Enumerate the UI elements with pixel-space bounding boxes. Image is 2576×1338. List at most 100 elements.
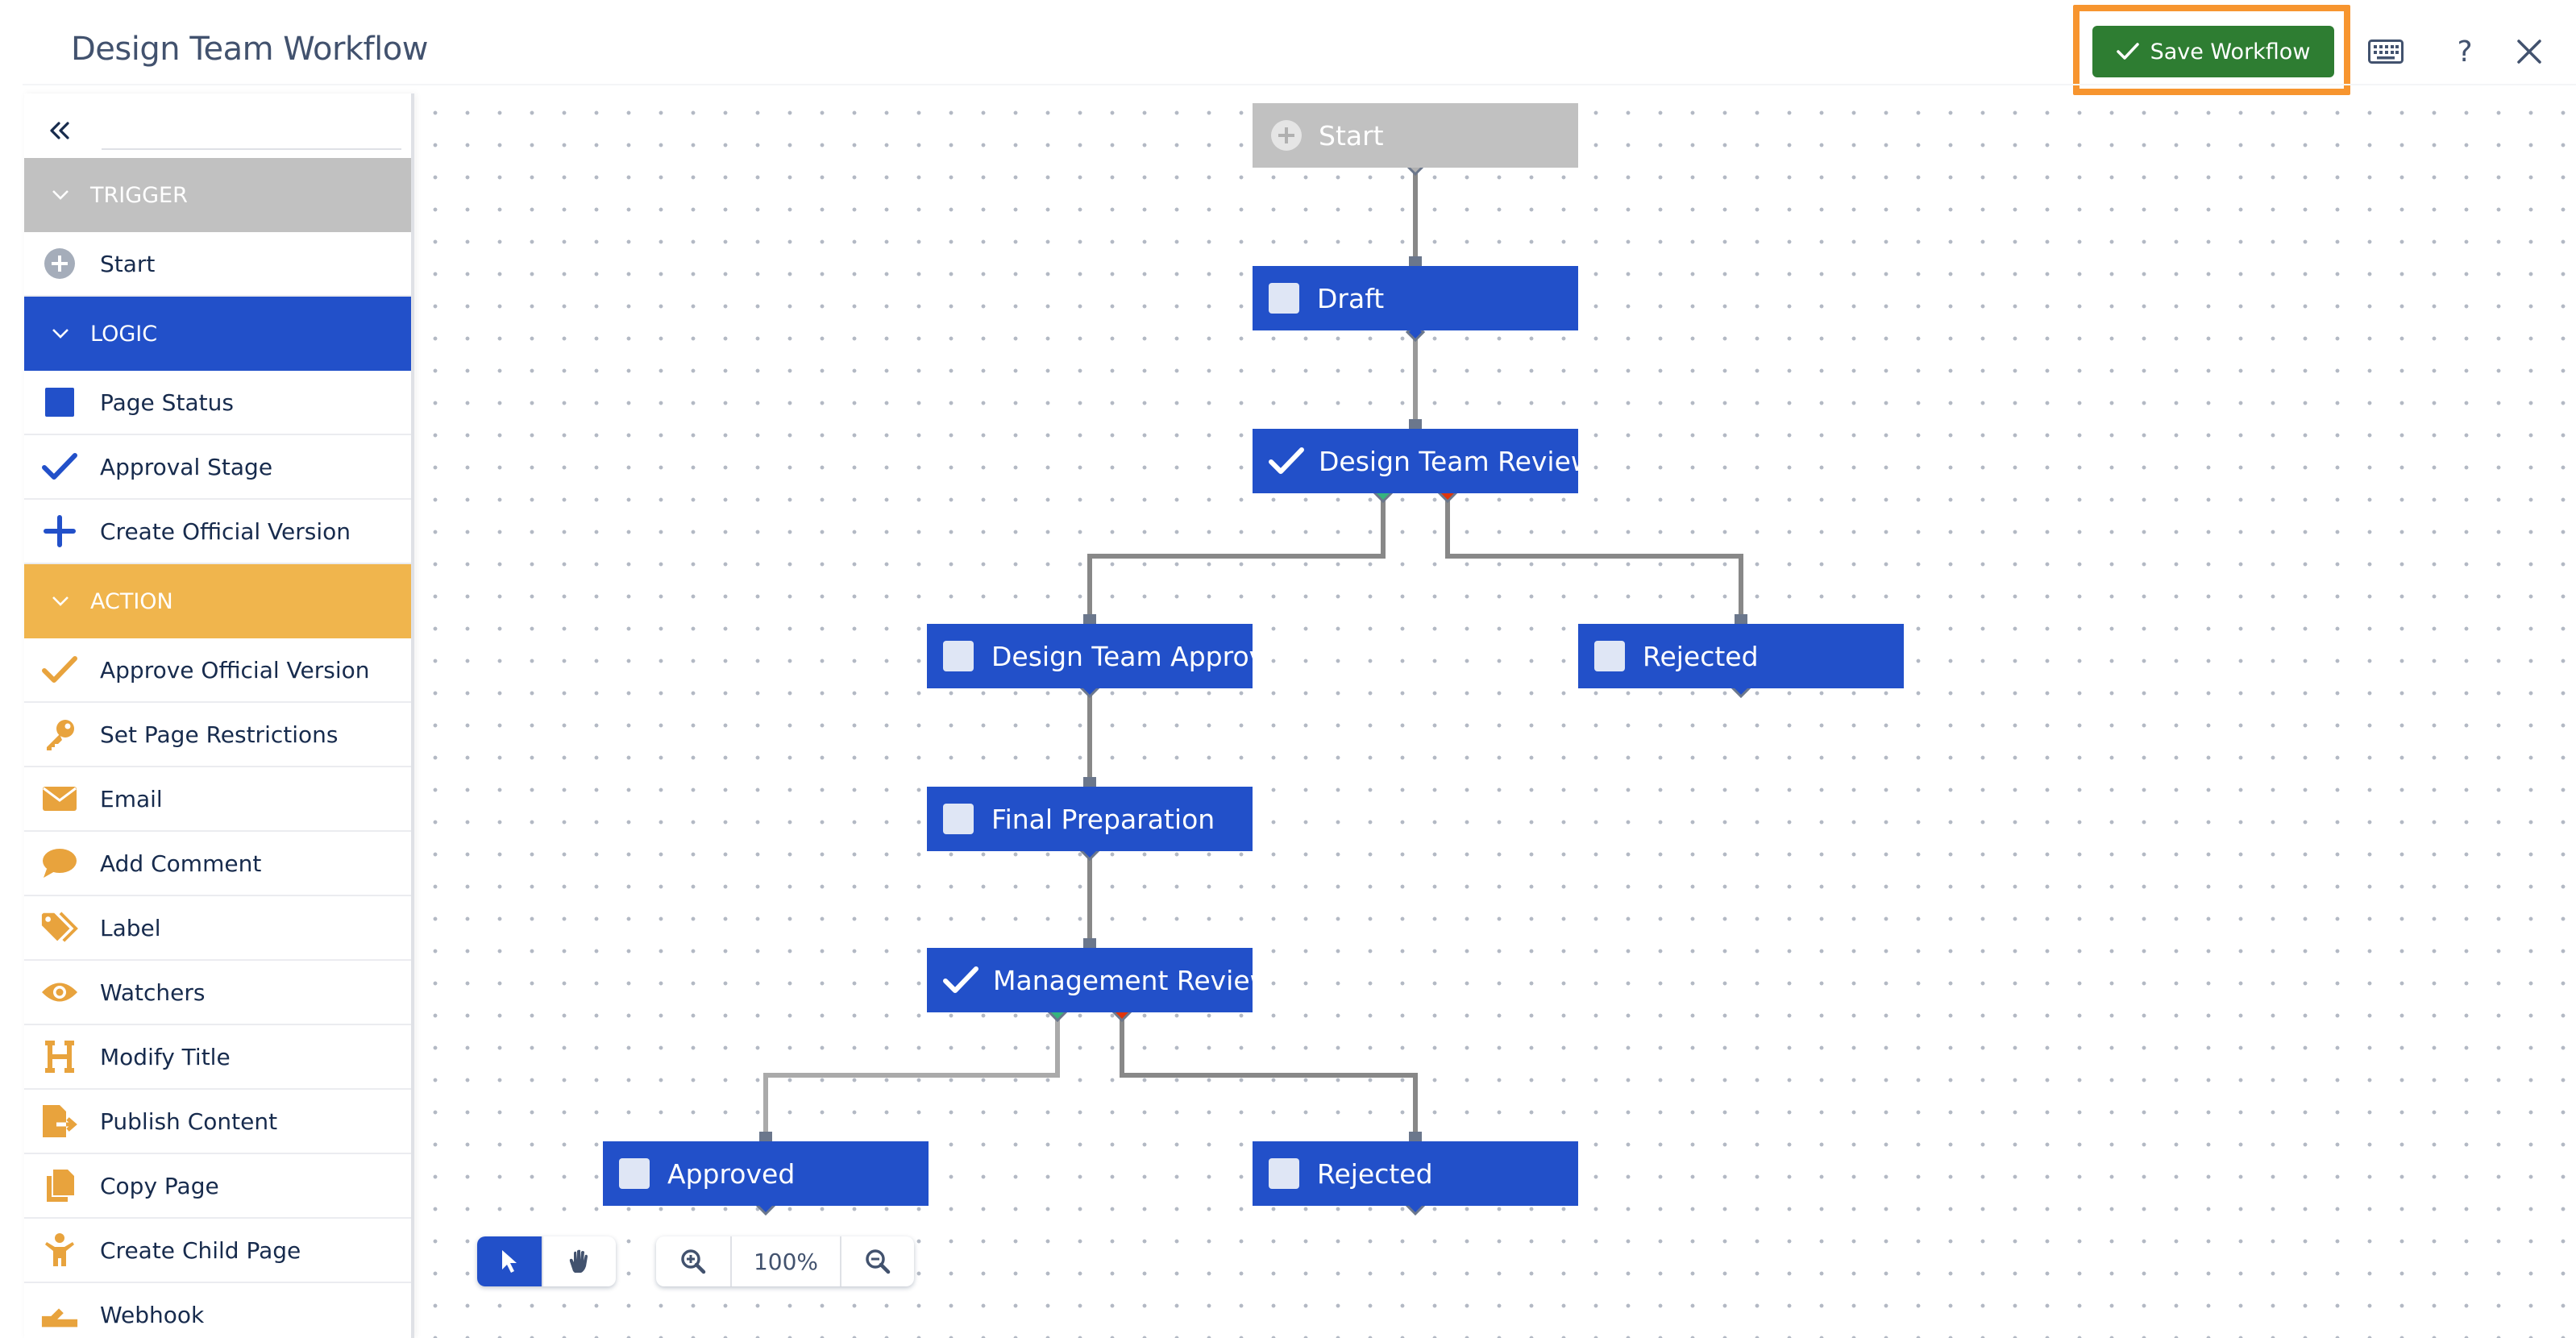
sidebar-item-label: Label — [100, 914, 161, 941]
plus-icon — [44, 515, 76, 547]
sidebar-item-webhook[interactable]: Webhook — [24, 1283, 411, 1338]
checkmark-icon — [1269, 447, 1304, 474]
sidebar-item-label: Page Status — [100, 389, 234, 416]
collapse-sidebar-button[interactable] — [44, 114, 76, 147]
sidebar-item-label: Create Child Page — [100, 1236, 301, 1264]
node-label: Draft — [1317, 282, 1385, 314]
sidebar-item-approve-official-version[interactable]: Approve Official Version — [24, 638, 411, 703]
sidebar-item-label: Add Comment — [100, 850, 262, 877]
checkmark-icon — [42, 656, 77, 683]
zoom-out-button[interactable] — [840, 1236, 914, 1286]
sidebar-item-page-status[interactable]: Page Status — [24, 371, 411, 435]
pan-tool-button[interactable] — [542, 1236, 616, 1286]
node-label: Rejected — [1643, 640, 1759, 672]
node-final-preparation[interactable]: Final Preparation — [927, 787, 1253, 851]
page-title: Design Team Workflow — [71, 31, 428, 68]
sidebar-search-field[interactable] — [102, 148, 401, 150]
node-rejected-design[interactable]: Rejected — [1578, 624, 1904, 688]
sidebar-item-label: Approval Stage — [100, 453, 273, 480]
h-letter-icon — [45, 1041, 74, 1073]
node-draft[interactable]: Draft — [1253, 266, 1578, 330]
node-management-review[interactable]: Management Review — [927, 948, 1253, 1012]
chevron-down-icon — [52, 190, 69, 200]
sidebar-item-modify-title[interactable]: Modify Title — [24, 1025, 411, 1090]
sidebar-item-create-child-page[interactable]: Create Child Page — [24, 1219, 411, 1283]
node-design-team-approved[interactable]: Design Team Approv. — [927, 624, 1253, 688]
chevron-down-icon — [52, 596, 69, 606]
node-start[interactable]: Start — [1253, 103, 1578, 168]
section-label: LOGIC — [90, 321, 158, 347]
sidebar-item-set-page-restrictions[interactable]: Set Page Restrictions — [24, 703, 411, 767]
section-logic[interactable]: LOGIC — [24, 297, 411, 371]
webhook-icon — [41, 1308, 78, 1328]
speech-bubble-icon — [43, 849, 77, 878]
zoom-in-icon — [681, 1249, 706, 1274]
copy-icon — [47, 1170, 74, 1202]
sidebar-item-label: Webhook — [100, 1301, 205, 1328]
section-label: TRIGGER — [90, 182, 188, 208]
help-button[interactable]: ? — [2457, 35, 2473, 69]
square-icon — [45, 388, 74, 417]
zoom-level: 100% — [730, 1236, 840, 1286]
zoom-toolbar: 100% — [656, 1236, 914, 1286]
node-label: Design Team Review — [1319, 445, 1578, 477]
sidebar-item-label: Copy Page — [100, 1172, 219, 1199]
node-label: Approved — [667, 1157, 796, 1190]
header-divider — [23, 84, 2576, 85]
status-square-icon — [619, 1158, 650, 1189]
checkmark-icon — [2116, 43, 2139, 60]
sidebar-item-label: Set Page Restrictions — [100, 721, 339, 748]
publish-icon — [43, 1105, 77, 1137]
sidebar-item-label: Publish Content — [100, 1107, 278, 1135]
double-chevron-left-icon — [50, 122, 69, 139]
save-workflow-button[interactable]: Save Workflow — [2092, 26, 2334, 77]
chevron-down-icon — [52, 329, 69, 339]
eye-icon — [42, 983, 77, 1002]
pointer-icon — [502, 1250, 517, 1273]
node-rejected-management[interactable]: Rejected — [1253, 1141, 1578, 1206]
close-icon — [2517, 39, 2541, 64]
sidebar-item-label: Start — [100, 250, 156, 277]
envelope-icon — [43, 787, 77, 811]
status-square-icon — [1269, 283, 1299, 314]
sidebar-item-label-action[interactable]: Label — [24, 896, 411, 961]
close-button[interactable] — [2507, 29, 2552, 74]
node-label: Design Team Approv. — [991, 640, 1253, 672]
canvas-mode-toolbar — [477, 1236, 616, 1286]
select-tool-button[interactable] — [477, 1236, 542, 1286]
section-action[interactable]: ACTION — [24, 564, 411, 638]
sidebar-item-create-official-version[interactable]: Create Official Version — [24, 500, 411, 564]
status-square-icon — [1594, 641, 1625, 671]
keyboard-icon — [2368, 39, 2404, 64]
tag-icon — [41, 912, 78, 942]
sidebar-item-publish-content[interactable]: Publish Content — [24, 1090, 411, 1154]
node-design-team-review[interactable]: Design Team Review — [1253, 429, 1578, 493]
status-square-icon — [943, 804, 974, 834]
node-label: Final Preparation — [991, 803, 1215, 835]
key-icon — [47, 720, 74, 750]
sidebar-item-label: Create Official Version — [100, 517, 351, 545]
sidebar-item-add-comment[interactable]: Add Comment — [24, 832, 411, 896]
sidebar-item-email[interactable]: Email — [24, 767, 411, 832]
hand-icon — [569, 1249, 588, 1273]
section-trigger[interactable]: TRIGGER — [24, 158, 411, 232]
checkmark-icon — [943, 966, 978, 993]
zoom-out-icon — [866, 1249, 891, 1274]
keyboard-shortcuts-button[interactable] — [2363, 29, 2408, 74]
sidebar-item-copy-page[interactable]: Copy Page — [24, 1154, 411, 1219]
component-sidebar: TRIGGER Start LOGIC Page Status Approval… — [24, 93, 414, 1338]
sidebar-item-approval-stage[interactable]: Approval Stage — [24, 435, 411, 500]
node-label: Start — [1319, 119, 1384, 152]
sidebar-item-label: Email — [100, 785, 163, 812]
plus-circle-icon — [44, 248, 75, 279]
zoom-in-button[interactable] — [656, 1236, 730, 1286]
node-approved[interactable]: Approved — [603, 1141, 929, 1206]
sidebar-item-start[interactable]: Start — [24, 232, 411, 297]
sidebar-item-watchers[interactable]: Watchers — [24, 961, 411, 1025]
node-label: Management Review — [993, 964, 1253, 996]
checkmark-icon — [42, 453, 77, 480]
status-square-icon — [943, 641, 974, 671]
save-workflow-label: Save Workflow — [2150, 39, 2311, 64]
sidebar-item-label: Watchers — [100, 979, 206, 1006]
node-label: Rejected — [1317, 1157, 1433, 1190]
